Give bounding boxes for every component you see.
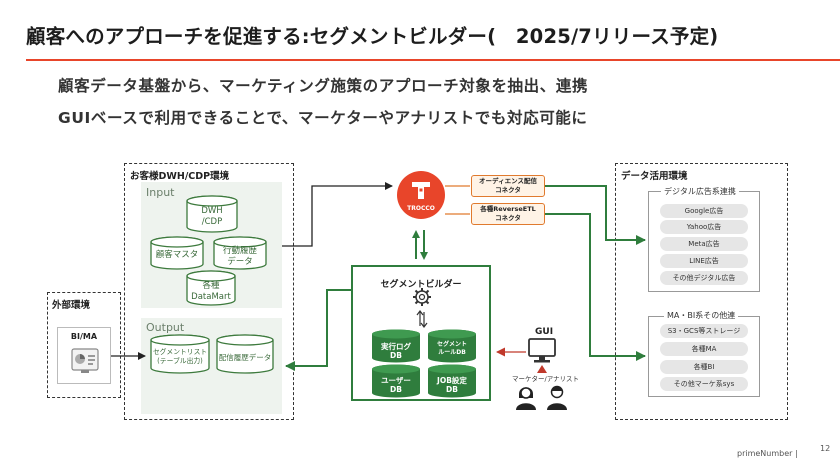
page-title: 顧客へのアプローチを促進する:セグメントビルダー( 2025/7リリース予定) <box>26 25 719 48</box>
segment-builder-title: セグメントビルダー <box>380 280 462 290</box>
page-number: 12 <box>820 444 831 453</box>
data-env-label: データ活用環境 <box>621 171 688 182</box>
db-segment-rule: セグメント ルールDB <box>427 329 477 363</box>
item-google-ads: Google広告 <box>660 204 748 218</box>
external-env-label: 外部環境 <box>52 300 91 311</box>
arrow-builder-to-output <box>285 289 351 371</box>
db-job-setting-label: JOB設定 DB <box>437 376 467 394</box>
bi-ma-label: BI/MA <box>70 332 98 341</box>
trocco-logo: TROCCO <box>397 171 445 219</box>
digital-ad-group-label: デジタル広告系連携 <box>661 186 739 197</box>
input-label: Input <box>146 186 175 199</box>
subtitle-line-2: GUIベースで利用できることで、マーケターやアナリストでも対応可能に <box>58 109 588 127</box>
db-datamart-label: 各種 DataMart <box>191 281 231 302</box>
arrow-input-to-trocco <box>282 182 393 247</box>
item-ma: 各種MA <box>660 342 748 356</box>
footer-brand: primeNumber | <box>737 449 798 458</box>
customer-env-label: お客様DWH/CDP環境 <box>130 171 230 182</box>
data-env-box <box>615 163 788 420</box>
external-env-box <box>47 292 121 398</box>
user-icon-male <box>547 385 567 410</box>
ma-bi-group-label: MA・BI系その他連 <box>664 310 739 321</box>
connector-reverse-etl: 各種ReverseETL コネクタ <box>471 203 545 225</box>
gui-users-label: マーケター/アナリスト <box>512 375 580 383</box>
db-customer-master-label: 顧客マスタ <box>155 250 199 260</box>
db-datamart: 各種 DataMart <box>186 270 236 306</box>
up-triangle-icon <box>537 365 547 373</box>
monitor-icon <box>528 338 556 363</box>
gui-label: GUI <box>535 327 554 337</box>
user-icon-female <box>516 387 536 410</box>
db-segment-rule-label: セグメント ルールDB <box>436 341 467 356</box>
db-execution-log-label: 実行ログ DB <box>381 342 411 360</box>
trocco-name: TROCCO <box>407 205 435 212</box>
db-segment-list-label: セグメントリスト (テーブル出力) <box>152 348 208 365</box>
db-delivery-history: 配信履歴データ <box>216 334 274 374</box>
bidirectional-arrow-icon <box>416 310 428 328</box>
item-bi: 各種BI <box>660 360 748 374</box>
db-user: ユーザー DB <box>371 364 421 398</box>
arrow-audience-to-ads <box>545 185 646 245</box>
db-delivery-history-label: 配信履歴データ <box>218 353 272 362</box>
db-behavior-history: 行動履歴 データ <box>213 236 267 270</box>
item-line-ads: LINE広告 <box>660 254 748 268</box>
item-other-digital-ads: その他デジタル広告 <box>660 271 748 285</box>
item-yahoo-ads: Yahoo広告 <box>660 220 748 234</box>
output-label: Output <box>146 321 185 334</box>
db-job-setting: JOB設定 DB <box>427 364 477 398</box>
title-underline <box>26 59 840 61</box>
db-segment-list: セグメントリスト (テーブル出力) <box>150 334 210 374</box>
db-user-label: ユーザー DB <box>381 376 411 394</box>
arrow-retl-to-ma <box>545 213 646 361</box>
item-storage: S3・GCS等ストレージ <box>660 324 748 338</box>
db-behavior-history-label: 行動履歴 データ <box>222 246 257 267</box>
db-dwh-cdp: DWH /CDP <box>186 195 238 233</box>
customer-env-box <box>124 163 294 420</box>
db-execution-log: 実行ログ DB <box>371 329 421 363</box>
subtitle-line-1: 顧客データ基盤から、マーケティング施策のアプローチ対象を抽出、連携 <box>58 77 589 95</box>
connector-audience: オーディエンス配信 コネクタ <box>471 175 545 197</box>
item-meta-ads: Meta広告 <box>660 237 748 251</box>
db-dwh-label: DWH /CDP <box>201 206 223 227</box>
gear-icon <box>413 288 431 306</box>
db-customer-master: 顧客マスタ <box>150 236 204 270</box>
dashboard-icon <box>71 348 99 373</box>
trocco-mark-icon <box>412 182 430 199</box>
bi-ma-card: BI/MA <box>57 327 111 384</box>
item-other-marketing-sys: その他マーケ系sys <box>660 377 748 391</box>
